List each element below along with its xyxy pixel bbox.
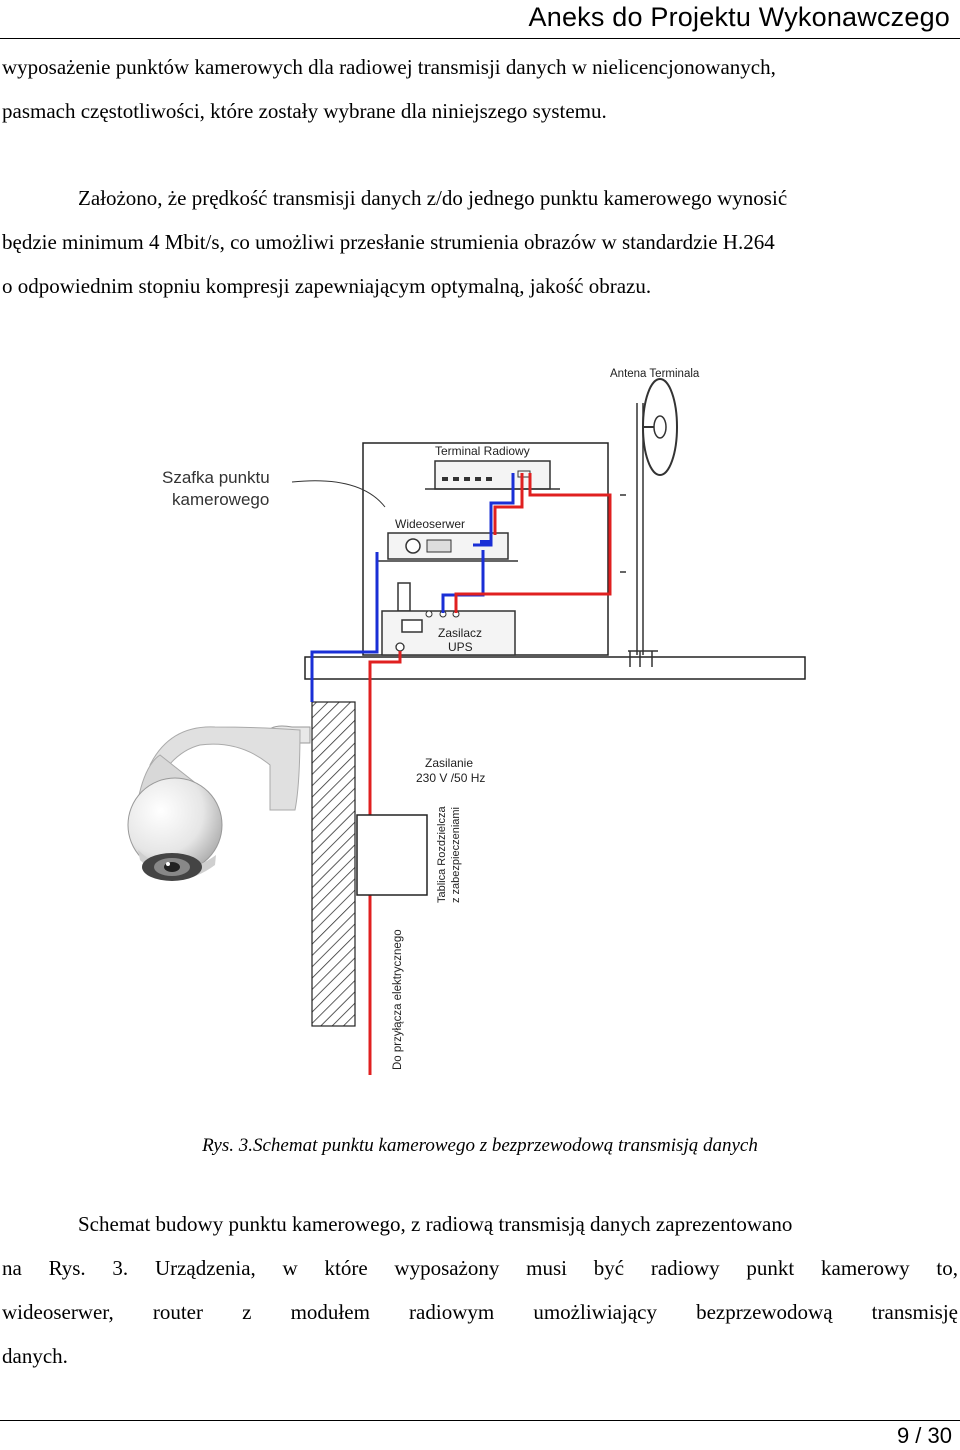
figure-caption: Rys. 3.Schemat punktu kamerowego z bezpr… <box>202 1135 758 1156</box>
ups-label-line2: UPS <box>448 640 473 654</box>
camera-point-diagram: Antena Terminala Szafka punktu kameroweg… <box>127 368 806 1075</box>
mounting-shelf <box>304 656 806 680</box>
distribution-board-label-line1: Tablica Rozdzielcza <box>436 806 448 903</box>
paragraph-line: na Rys. 3. Urządzenia, w które wyposażon… <box>2 1256 958 1280</box>
document-header-title: Aneks do Projektu Wykonawczego <box>528 2 950 32</box>
electrical-connection-label: Do przyłącza elektrycznego <box>392 929 404 1070</box>
power-cables <box>368 473 612 1075</box>
paragraph-intro: wyposażenie punktów kamerowych dla radio… <box>2 45 958 133</box>
paragraph-line: wyposażenie punktów kamerowych dla radio… <box>2 55 776 79</box>
distribution-board-label-line2: z zabezpieczeniami <box>450 807 462 903</box>
wall-hatched <box>311 701 356 1027</box>
videoserver-device <box>378 532 518 562</box>
radio-terminal-label: Terminal Radiowy <box>435 444 530 458</box>
paragraph-schema-description: Schemat budowy punktu kamerowego, z radi… <box>2 1202 958 1378</box>
antenna-dish-icon <box>642 378 678 476</box>
radio-terminal-device <box>425 460 560 490</box>
paragraph-line: o odpowiednim stopniu kompresji zapewnia… <box>2 274 652 298</box>
header-divider <box>0 38 960 39</box>
cabinet-label-leader <box>291 480 386 508</box>
cabinet-label-line1: Szafka punktu <box>162 468 270 487</box>
paragraph-line: będzie minimum 4 Mbit/s, co umożliwi prz… <box>2 230 775 254</box>
power-label-line1: Zasilanie <box>425 756 473 770</box>
cabinet-label-line2: kamerowego <box>172 490 269 509</box>
paragraph-line: Schemat budowy punktu kamerowego, z radi… <box>78 1212 793 1236</box>
footer-divider <box>0 1420 960 1421</box>
antenna-label: Antena Terminala <box>610 368 700 380</box>
distribution-board <box>356 814 428 896</box>
paragraph-line: wideoserwer, router z modułem radiowym u… <box>2 1300 958 1324</box>
power-label-line2: 230 V /50 Hz <box>416 771 485 785</box>
paragraph-line: pasmach częstotliwości, które zostały wy… <box>2 99 607 123</box>
ups-label-line1: Zasilacz <box>438 626 482 640</box>
paragraph-transmission-speed: Założono, że prędkość transmisji danych … <box>2 176 958 308</box>
page-number: 9 / 30 <box>896 1423 952 1448</box>
videoserver-label: Wideoserwer <box>395 517 465 531</box>
antenna-mast <box>620 403 658 667</box>
ups-power-supply-device <box>381 582 516 656</box>
dome-camera-icon <box>127 725 311 881</box>
paragraph-line: Założono, że prędkość transmisji danych … <box>78 186 788 210</box>
paragraph-line: danych. <box>2 1344 68 1368</box>
